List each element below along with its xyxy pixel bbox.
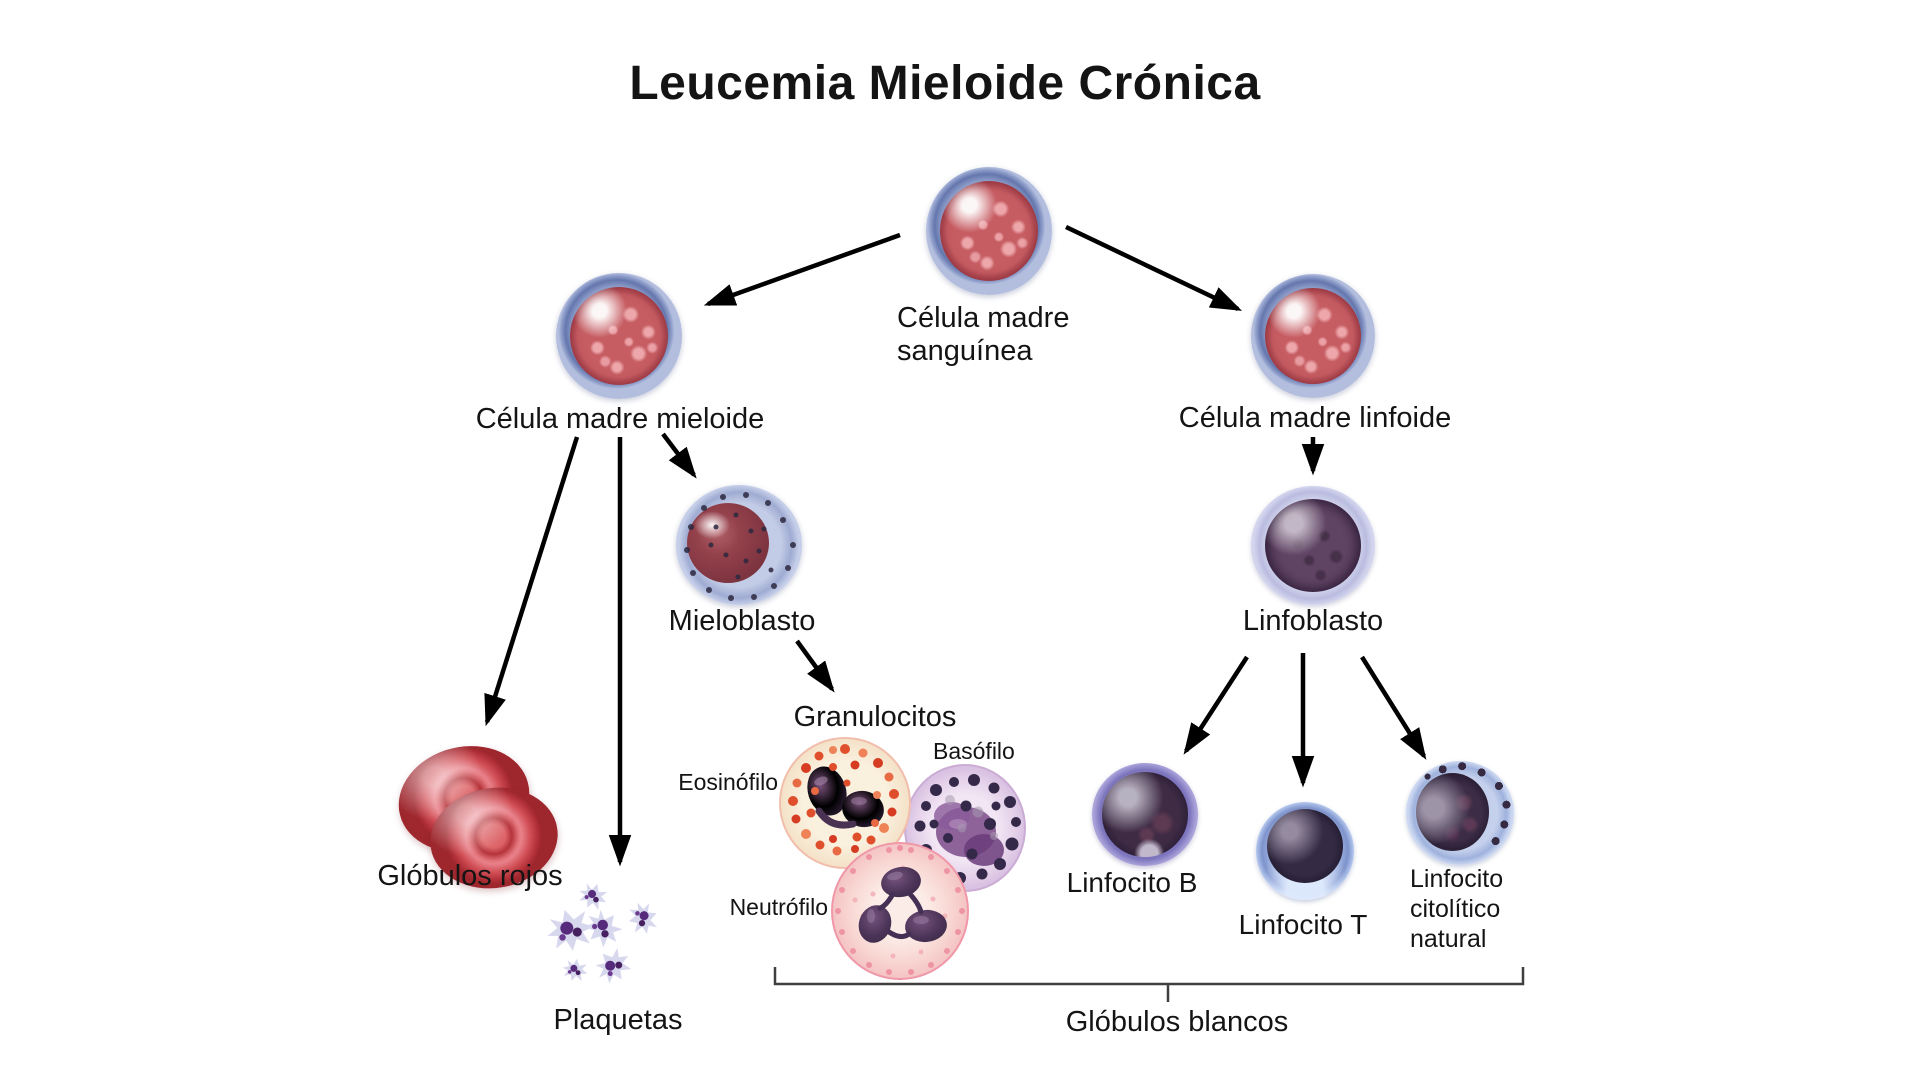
arrow-myeloid-to-myeloblast xyxy=(661,432,697,479)
b-lymphocyte-label: Linfocito B xyxy=(1066,867,1198,898)
nk-lymphocyte-nucleus xyxy=(1415,773,1490,852)
platelets-label: Plaquetas xyxy=(553,1004,683,1036)
myeloid-stem-cell-illustration xyxy=(556,273,682,399)
blood-stem-cell-nucleus xyxy=(939,181,1039,281)
basophil-illustration xyxy=(904,764,1026,892)
red-blood-cells-label: Glóbulos rojos xyxy=(377,860,563,892)
arrow-myeloblast-to-granulocytes xyxy=(795,639,835,693)
white-blood-cells-label: Glóbulos blancos xyxy=(1065,1006,1289,1038)
myeloid-stem-cell-nucleus xyxy=(569,286,669,386)
diagram-title: Leucemia Mieloide Crónica xyxy=(629,57,1261,110)
blood-stem-cell-label: Célula madre sanguínea xyxy=(897,302,1070,367)
arrow-lymphoblast-to-bcell xyxy=(1183,655,1249,755)
lymphoblast-illustration xyxy=(1251,486,1375,605)
eosinophil-label: Eosinófilo xyxy=(678,769,778,795)
myeloid-stem-cell-label: Célula madre mieloide xyxy=(475,403,765,435)
arrow-lymphoblast-to-nkcell xyxy=(1360,655,1427,760)
eosinophil-detail xyxy=(788,744,899,856)
lymphoblast-label: Linfoblasto xyxy=(1242,605,1384,637)
lymphoid-stem-cell-label: Célula madre linfoide xyxy=(1178,402,1452,434)
arrow-stem-to-lymphoid xyxy=(1065,224,1243,312)
myeloblast-detail xyxy=(684,492,796,601)
b-lymphocyte-nucleus xyxy=(1101,772,1189,857)
t-lymphocyte-label: Linfocito T xyxy=(1238,909,1368,940)
lymphoid-stem-cell-illustration xyxy=(1251,274,1375,398)
granulocytes-label: Granulocitos xyxy=(793,701,957,733)
myeloblast-illustration xyxy=(676,485,802,605)
arrow-stem-to-myeloid xyxy=(703,232,901,307)
lymphoid-stem-cell-nucleus xyxy=(1264,287,1362,385)
arrow-myeloid-to-rbc xyxy=(484,436,580,727)
neutrophil-label: Neutrófilo xyxy=(729,894,828,920)
neutrophil-illustration xyxy=(831,842,969,980)
b-lymphocyte-illustration xyxy=(1092,763,1198,866)
t-lymphocyte-illustration xyxy=(1256,802,1354,900)
blood-stem-cell-illustration xyxy=(926,167,1052,295)
basophil-label: Basófilo xyxy=(933,738,1015,764)
myeloblast-label: Mieloblasto xyxy=(668,605,816,637)
neutrophil-detail xyxy=(835,847,965,975)
nk-lymphocyte-label: Linfocito citolítico natural xyxy=(1410,865,1504,953)
t-lymphocyte-nucleus xyxy=(1266,808,1344,884)
nk-lymphocyte-illustration xyxy=(1406,761,1514,865)
lymphoblast-nucleus xyxy=(1264,499,1362,592)
